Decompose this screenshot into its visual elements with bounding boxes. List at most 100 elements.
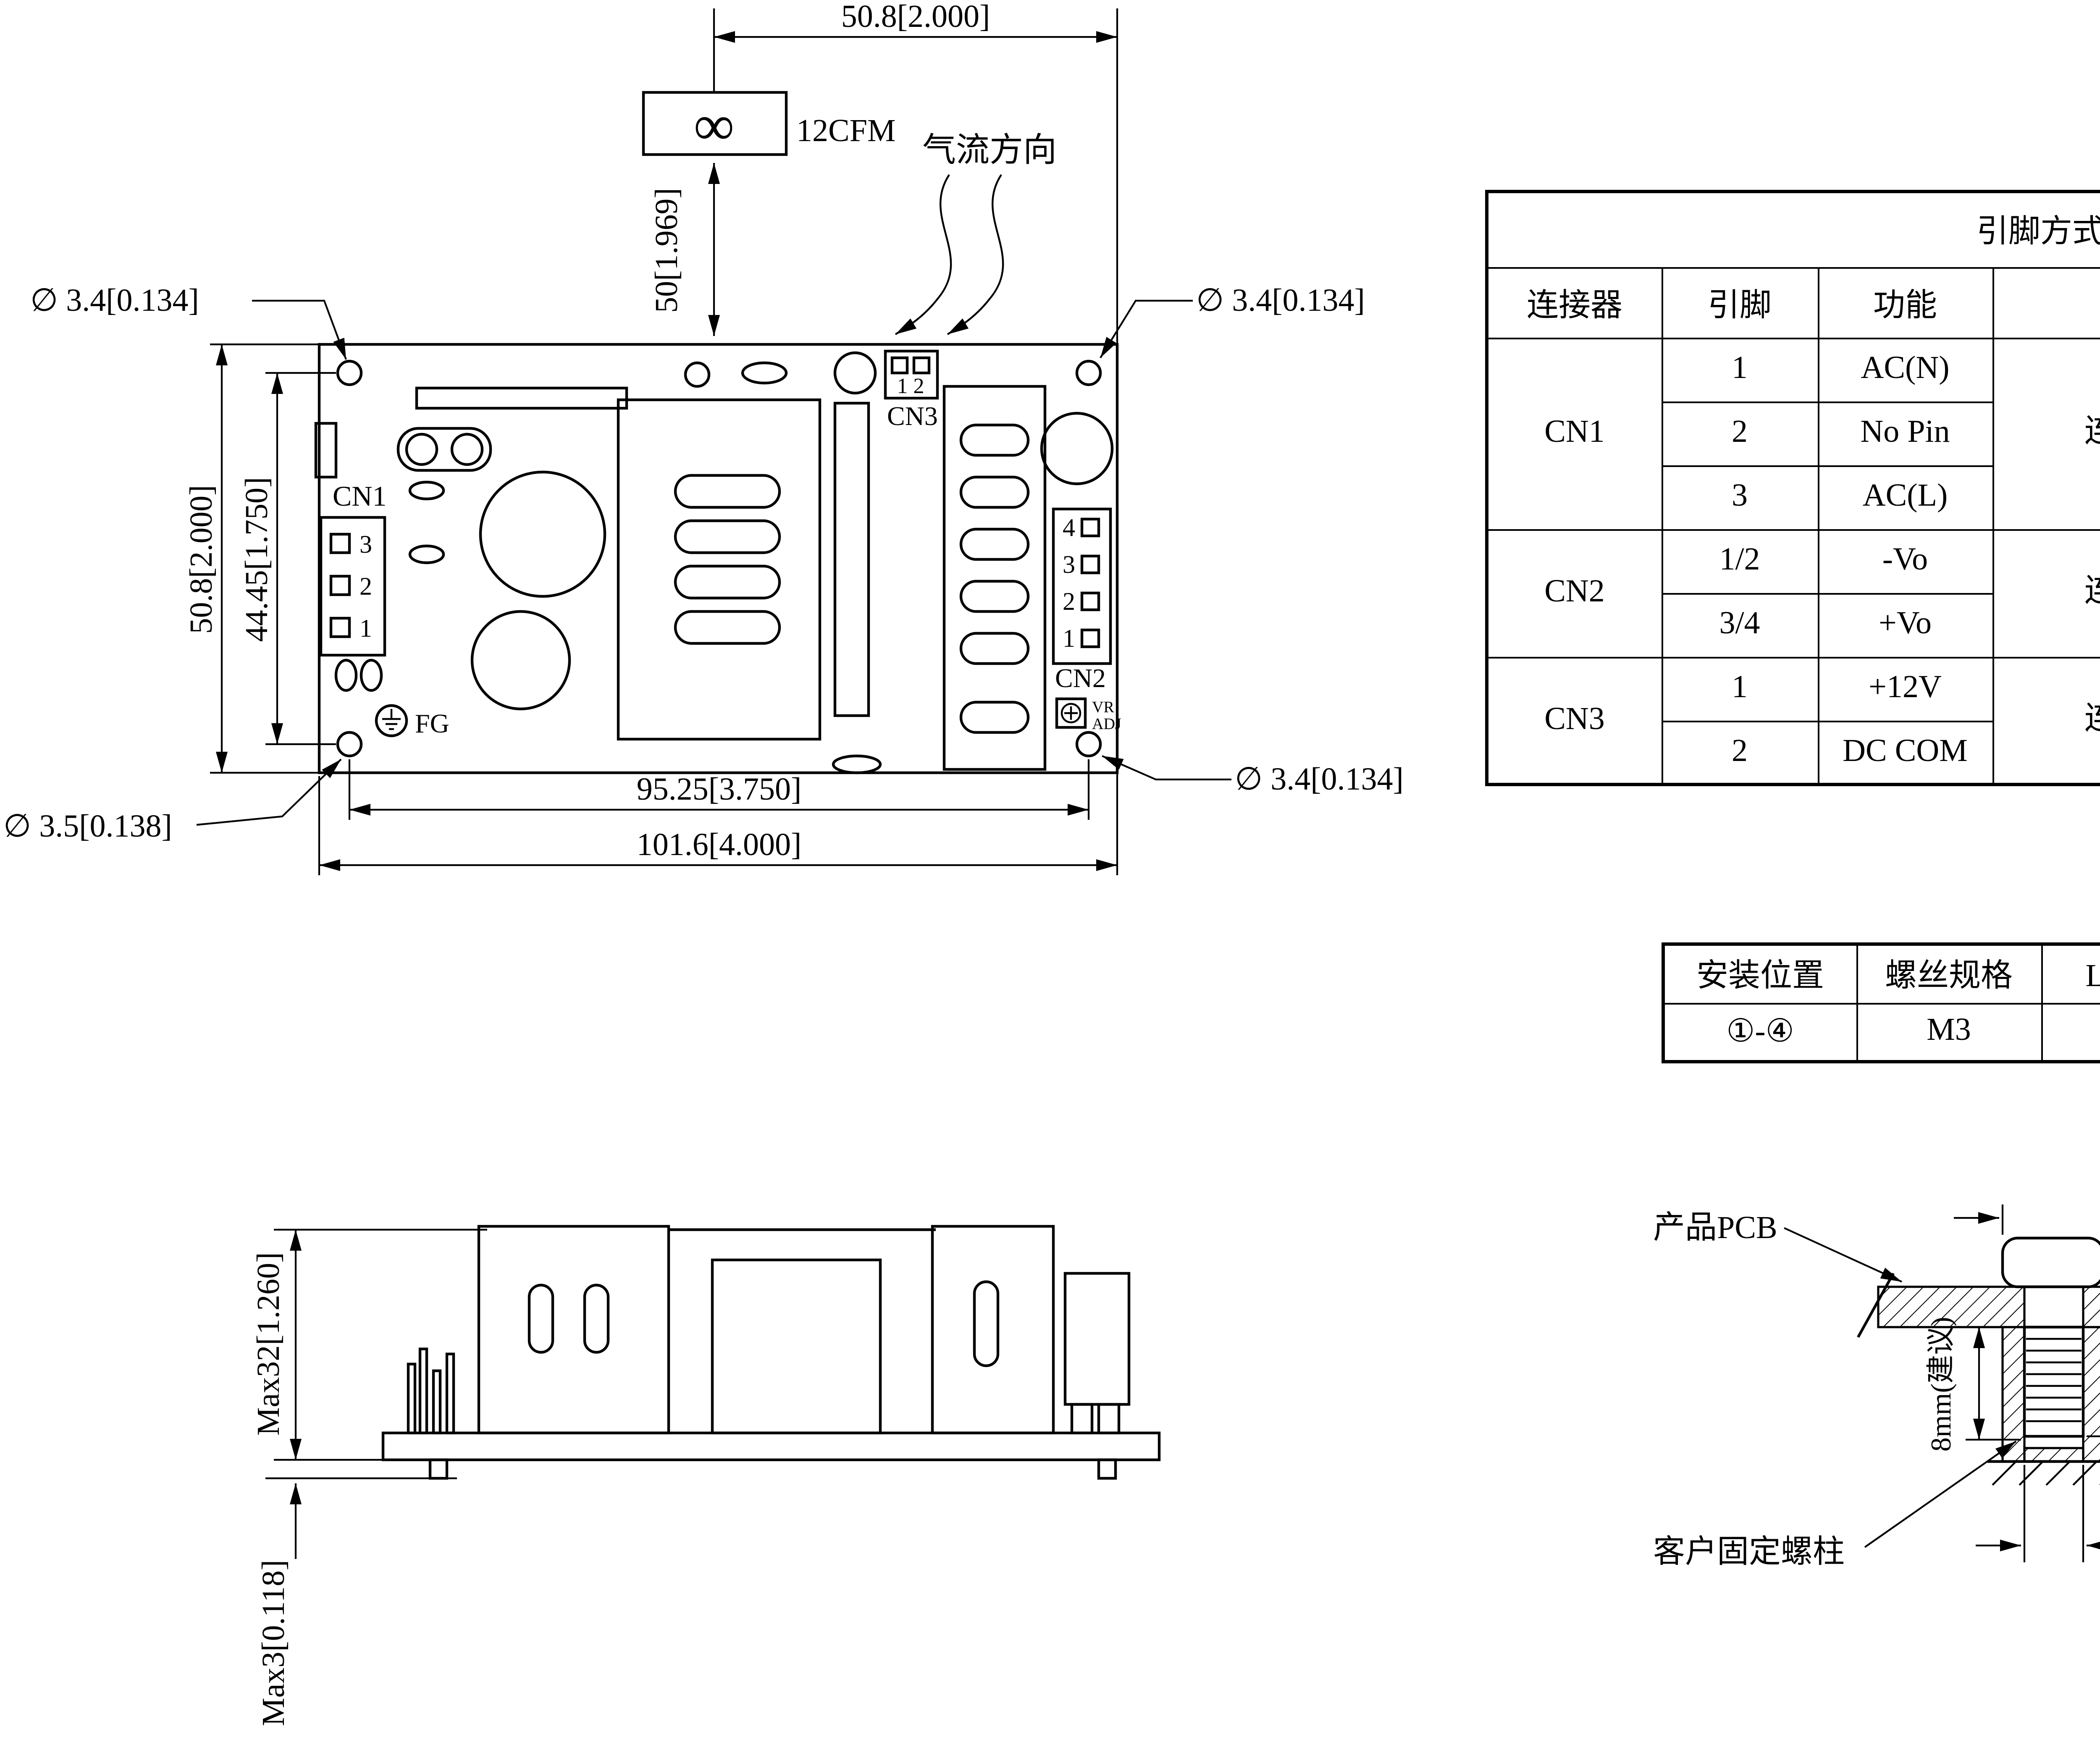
cn3-connector <box>884 349 939 400</box>
customer-line: 或等同品 <box>1998 741 2100 782</box>
cn2-pin-number: 2 <box>1063 588 1075 615</box>
customer-line: 或等同品 <box>1998 454 2100 495</box>
pin-header <box>445 1352 455 1435</box>
transformer <box>617 398 822 741</box>
pin-header <box>432 1369 442 1435</box>
ground-hatch <box>2045 1461 2071 1486</box>
vent-slot <box>528 1283 554 1354</box>
product-pcb-section <box>1877 1286 2026 1328</box>
vr-label: VR <box>1092 698 1114 716</box>
stud-label: 客户固定螺柱 <box>1653 1534 1845 1569</box>
component-side <box>1070 1403 1094 1435</box>
mounting-detail: 产品PCB 客户固定螺柱 Max∅5.5[0.217] 8mm(建议) L ∅5… <box>1653 1204 2100 1569</box>
leader-line <box>196 758 342 826</box>
col-header-connector: 连接器 <box>1486 266 1662 338</box>
vent-slot <box>583 1283 610 1354</box>
terminal-slot <box>959 423 1030 457</box>
dim-max-height-label: Max32[1.260] <box>251 1252 286 1436</box>
terminal-slot <box>959 527 1030 561</box>
capacitor-side <box>931 1225 1055 1435</box>
cell-connector-cn1: CN1 <box>1486 337 1662 530</box>
break-mark <box>1857 1273 1895 1338</box>
hole-callout-bottom-right: ∅ 3.4[0.134] <box>1235 761 1404 797</box>
cell-length: 6mm <box>2040 1002 2100 1063</box>
screw-shaft <box>2023 1325 2085 1438</box>
dim-width-outer-label: 101.6[4.000] <box>637 827 802 862</box>
dim-max-pin-label: Max3[0.118] <box>256 1560 291 1726</box>
mounting-hole-bottom-left <box>336 731 363 758</box>
airflow-arrow <box>895 174 952 335</box>
terminal-slot <box>959 580 1030 613</box>
customer-line: 连接器:JST VHR <box>1998 532 2100 572</box>
cell-function: No Pin <box>1817 401 1993 466</box>
component-side <box>1063 1272 1131 1406</box>
cn3-label: CN3 <box>887 401 938 431</box>
airflow-arrow <box>947 174 1004 335</box>
standoff-hole <box>684 361 711 388</box>
cell-connector-cn2: CN2 <box>1486 528 1662 658</box>
dim-height-holes-label: 44.45[1.750] <box>239 477 274 642</box>
pad-oval <box>832 754 882 774</box>
cell-connector-cn3: CN3 <box>1486 656 1662 785</box>
cell-customer-cn2: 连接器:JST VHR 连接器端子:JST SVH-21T-P1.1 或等同品 <box>1992 528 2100 658</box>
inductor-coil <box>450 433 484 466</box>
inductor-body <box>396 427 492 472</box>
hole-callout-top-left: ∅ 3.4[0.134] <box>30 283 199 318</box>
mounting-hole-top-right <box>1075 359 1102 386</box>
cn2-pin-square <box>1080 517 1100 538</box>
cn1-label: CN1 <box>333 480 386 512</box>
cell-position: ①-④ <box>1662 1002 1857 1063</box>
fan-symbol: ∞ <box>694 94 735 157</box>
screw-spec-table: 安装位置 螺丝规格 L(建议) 扭力(max) ①-④ M3 6mm 0.4N•… <box>1662 942 2100 1063</box>
stud-section <box>2023 1447 2084 1463</box>
col-header-customer: 客户连接端 <box>1992 266 2100 338</box>
stud-section <box>2001 1326 2026 1463</box>
cn3-pin-square <box>912 356 931 375</box>
daughter-board <box>833 401 870 717</box>
cell-function: AC(L) <box>1817 464 1993 530</box>
mounting-hole-top-left <box>336 359 363 386</box>
vr-adjust-pot <box>1055 697 1087 729</box>
screw-head <box>2001 1236 2100 1288</box>
pin-header <box>407 1362 417 1435</box>
col-header-position: 安装位置 <box>1662 943 1857 1004</box>
customer-line: 连接器端子:JST SVH-21T-P1.1 <box>1998 413 2100 454</box>
cn1-pin-square <box>329 575 351 596</box>
leader-line <box>1864 1441 2017 1548</box>
leader-line <box>252 299 347 360</box>
cell-function: +Vo <box>1817 592 1993 658</box>
transformer-side <box>477 1225 670 1435</box>
terminal-slot <box>959 475 1030 509</box>
leader-line <box>1784 1227 1902 1283</box>
mounting-foot <box>428 1458 449 1480</box>
pad-oval <box>408 544 445 564</box>
pad-oval <box>408 480 445 501</box>
component-side <box>1097 1403 1121 1435</box>
cell-function: AC(N) <box>1817 337 1993 402</box>
cn2-pin-number: 3 <box>1063 551 1075 578</box>
cn2-pin-number: 1 <box>1063 624 1075 652</box>
dim-fan-height-label: 50[1.969] <box>649 188 684 313</box>
leader-line <box>1100 299 1193 359</box>
cell-pin: 1 <box>1661 656 1819 722</box>
mounting-foot <box>1097 1458 1117 1480</box>
inductor-coil <box>405 433 438 466</box>
col-header-length: L(建议) <box>2040 943 2100 1004</box>
component-strip <box>415 386 628 410</box>
capacitor-small <box>470 610 571 711</box>
product-pcb-label: 产品PCB <box>1653 1210 1777 1245</box>
terminal-slot <box>959 701 1030 734</box>
vent-slot <box>973 1280 1000 1367</box>
customer-line: 连接器端子:JST SVH-21T-P1.1 <box>1998 700 2100 740</box>
capacitor-large <box>479 470 606 598</box>
terminal-slot <box>959 632 1030 665</box>
vent-slot <box>674 519 781 554</box>
stud-section <box>2082 1326 2100 1463</box>
dim-width-holes-label: 95.25[3.750] <box>637 771 802 807</box>
col-header-pin: 引脚 <box>1661 266 1819 338</box>
cell-pin: 2 <box>1661 720 1819 785</box>
customer-line: 连接器:JST VHR <box>1998 372 2100 413</box>
output-terminal-block <box>942 385 1047 771</box>
vent-slot <box>674 474 781 509</box>
